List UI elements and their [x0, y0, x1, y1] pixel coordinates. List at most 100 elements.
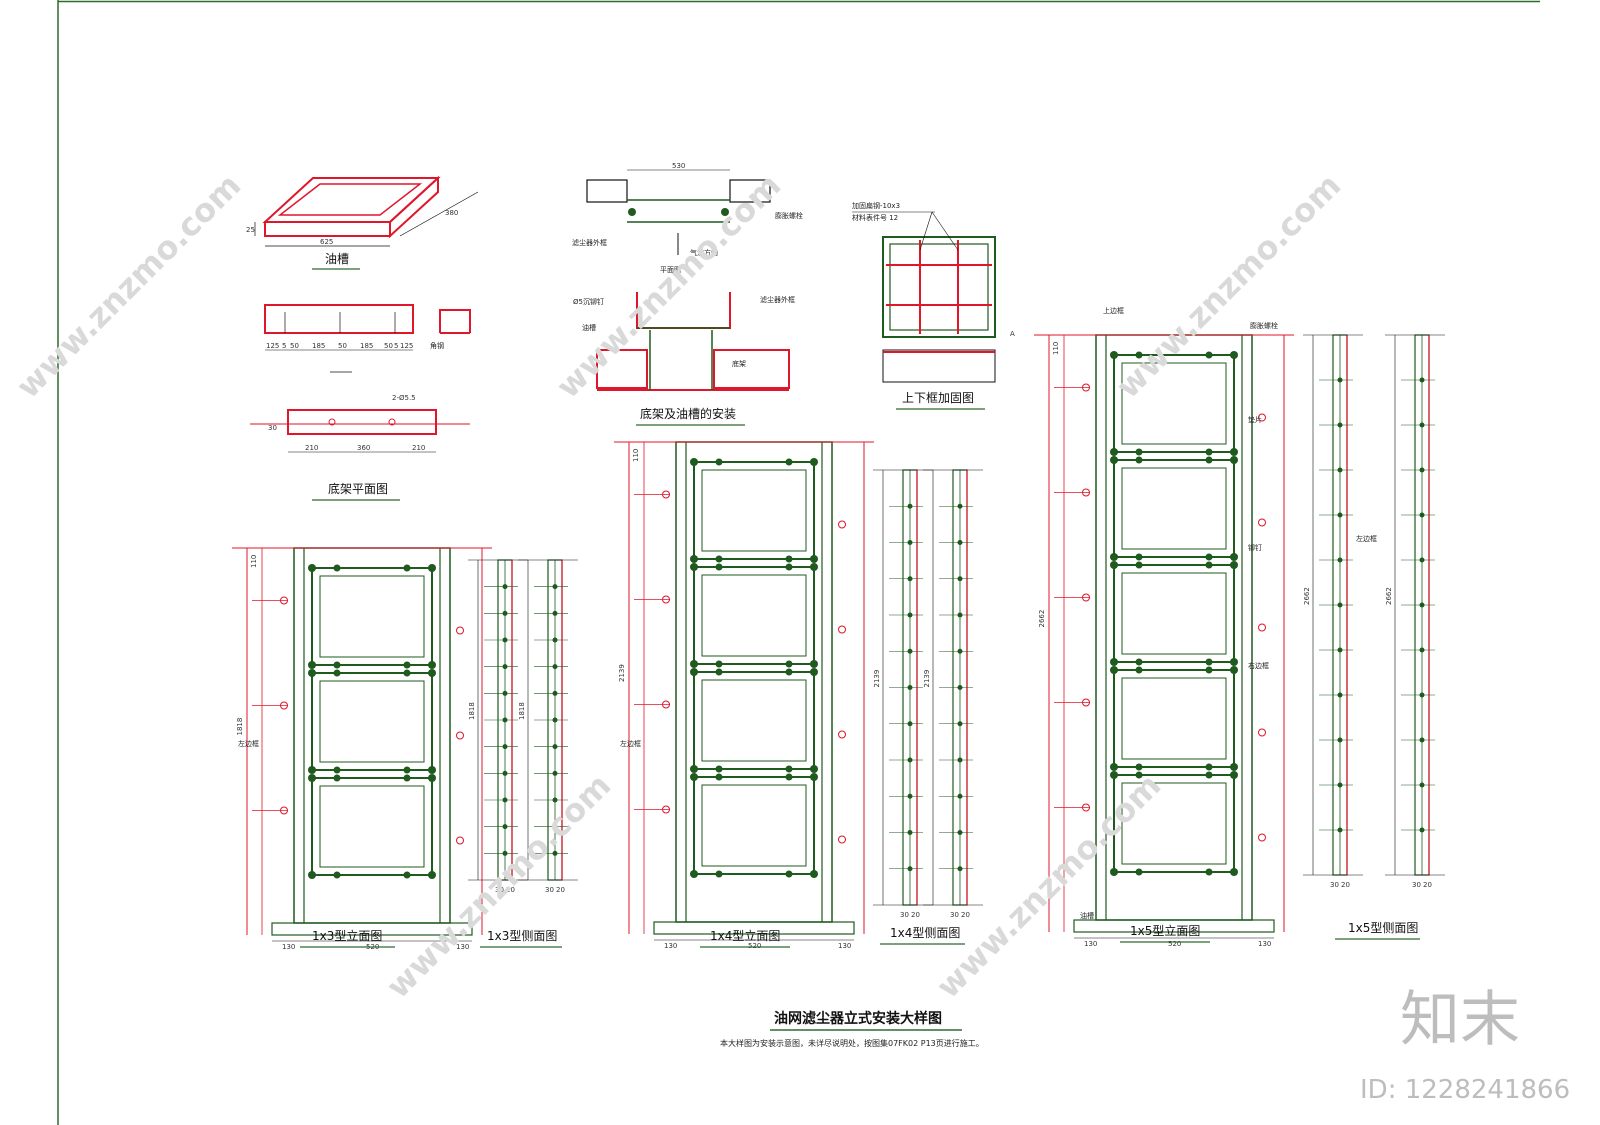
left-frame-note-1x5: 左边框	[1356, 534, 1377, 543]
total-height-dim: 1818	[236, 718, 244, 736]
filter-cell	[311, 672, 433, 771]
rivet-dot	[308, 669, 316, 677]
rivet-dot	[810, 458, 818, 466]
rivet-dot	[810, 660, 818, 668]
rivet-dot	[1110, 456, 1118, 464]
rivet-dot	[810, 563, 818, 571]
base-plan-view: 210 360 210 2-Ø5.5 30 底架平面图	[250, 394, 470, 501]
rivet-dot	[428, 766, 436, 774]
filter-cell	[693, 776, 815, 875]
rivet-dot	[1135, 868, 1143, 876]
top-frame-note: 上边框	[1103, 306, 1124, 315]
rivet-dot	[1110, 666, 1118, 674]
rivet-dot	[1230, 561, 1238, 569]
rivet-dot	[428, 661, 436, 669]
rivet-dot	[308, 661, 316, 669]
rivet-dot	[428, 774, 436, 782]
rivet-dot	[1135, 771, 1143, 779]
rivet-dot	[1135, 553, 1143, 561]
rivet-dot	[403, 766, 411, 774]
frame-reinforce-title: 上下框加固图	[902, 391, 974, 405]
filter-cell	[693, 671, 815, 770]
image-id: ID: 1228241866	[1360, 1075, 1570, 1105]
row-dim-6: 185	[360, 342, 373, 350]
side-height-dim: 2662	[1303, 587, 1311, 605]
oil-tank-base	[1073, 919, 1275, 933]
rivet-dot	[1230, 666, 1238, 674]
filter-mesh	[1121, 362, 1227, 445]
rivet-dot	[1135, 351, 1143, 359]
rivet-dot	[715, 870, 723, 878]
rivet-dot	[785, 555, 793, 563]
filter-cell	[311, 567, 433, 666]
bolt-hole	[838, 520, 846, 529]
rivet-dot	[1110, 868, 1118, 876]
elev-1x5-title: 1x5型立面图	[1130, 923, 1200, 938]
filter-cell	[693, 566, 815, 665]
watermark-1: www.znzmo.com	[9, 166, 248, 405]
rivet-dot	[1205, 763, 1213, 771]
filter-mesh	[701, 469, 807, 552]
bolt-hole	[1258, 413, 1266, 422]
side-1x3-title: 1x3型侧面图	[487, 929, 557, 943]
rivet-dot	[690, 870, 698, 878]
filter-cell	[1113, 774, 1235, 873]
rivet-dot	[428, 564, 436, 572]
side-height-dim: 2139	[923, 670, 931, 688]
oil-tank-title: 油槽	[325, 252, 349, 266]
plan-note: 平面图	[660, 266, 681, 274]
rivet-dot	[1110, 553, 1118, 561]
side-height-dim: 1818	[468, 702, 476, 720]
rivet-dot	[1135, 561, 1143, 569]
rivet-dot	[1230, 351, 1238, 359]
total-height-dim: 2139	[618, 664, 626, 682]
row-dim-1: 125	[266, 342, 279, 350]
filter-outer-frame-note: 滤尘器外框	[572, 238, 607, 247]
rivet-dot	[333, 766, 341, 774]
filter-cell	[311, 777, 433, 876]
bottom-dim: 130	[838, 942, 851, 950]
bolt-hole	[1258, 623, 1266, 632]
left-frame-note-1x4: 左边框	[620, 739, 641, 748]
base-frame-note: 底架	[732, 359, 746, 368]
side-1x4-title: 1x4型侧面图	[890, 926, 960, 940]
oil-tank-install-note: 油槽	[582, 323, 596, 332]
rivet-dot	[690, 563, 698, 571]
rivet-dot	[810, 555, 818, 563]
segment-dim: 110	[250, 555, 258, 568]
rivet-dot	[810, 765, 818, 773]
filter-outer-frame2-note: 滤尘器外框	[760, 295, 795, 304]
bolt-hole	[1258, 518, 1266, 527]
row-dim-4: 185	[312, 342, 325, 350]
rivet-dot	[1110, 561, 1118, 569]
rivet-dot	[1135, 666, 1143, 674]
top-width-dim: 530	[672, 162, 685, 170]
rivet-dot	[1110, 448, 1118, 456]
rivet-dot	[308, 766, 316, 774]
filter-cell	[693, 461, 815, 560]
rivet-dot	[715, 555, 723, 563]
rivet-dot	[1205, 448, 1213, 456]
side-1x5-title: 1x5型侧面图	[1348, 921, 1418, 935]
rivet-dot	[403, 661, 411, 669]
side-width-dim: 20	[1423, 881, 1432, 889]
rivet-dot	[715, 458, 723, 466]
filter-cell	[1113, 564, 1235, 663]
rivet-dot	[1230, 868, 1238, 876]
rivet-dot	[690, 660, 698, 668]
rivet-dot	[810, 773, 818, 781]
filter-mesh	[701, 679, 807, 762]
rivet-dot	[810, 870, 818, 878]
bottom-dim: 520	[1168, 940, 1181, 948]
expansion-bolt2-note: 膨胀螺栓	[1250, 321, 1278, 330]
base-dim-3: 210	[412, 444, 425, 452]
total-height-dim: 2662	[1038, 610, 1046, 628]
rivet-dot	[785, 660, 793, 668]
rivet-dot	[1135, 658, 1143, 666]
bottom-dim: 130	[282, 943, 295, 951]
watermark-2: www.znzmo.com	[549, 166, 788, 405]
bolt-hole	[1258, 833, 1266, 842]
